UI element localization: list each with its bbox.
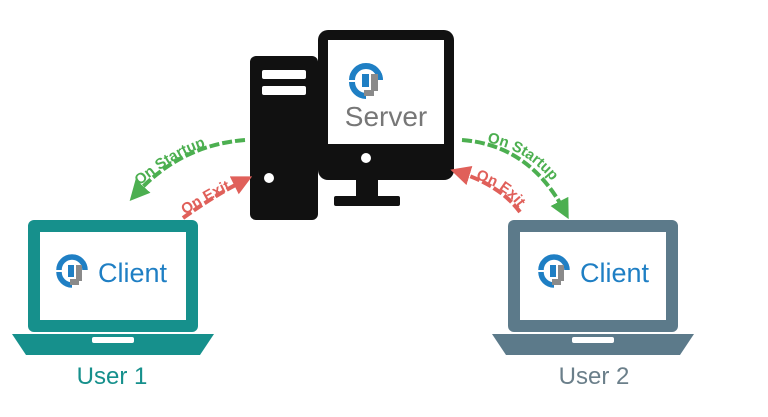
client1-label: Client	[98, 258, 168, 288]
server-monitor-icon	[318, 30, 454, 206]
exit-label-left: On Exit	[178, 177, 233, 218]
startup-arrow-right	[461, 138, 569, 220]
exit-arrow-left	[181, 176, 253, 220]
user1-label: User 1	[77, 363, 148, 390]
startup-arrow-left	[129, 138, 246, 201]
startup-label-left: On Startup	[131, 134, 207, 189]
server-label: Server	[345, 101, 427, 132]
client2-label: Client	[580, 258, 650, 288]
client1-logo-icon	[56, 254, 88, 288]
user2-label: User 2	[559, 363, 630, 390]
laptop-user2-icon	[492, 220, 694, 355]
server-logo-icon	[349, 63, 383, 99]
laptop-user1-icon	[12, 220, 214, 355]
server-tower-icon	[250, 56, 318, 220]
client2-logo-icon	[538, 254, 570, 288]
exit-arrow-right	[450, 165, 522, 214]
exit-label-right: On Exit	[474, 166, 529, 209]
